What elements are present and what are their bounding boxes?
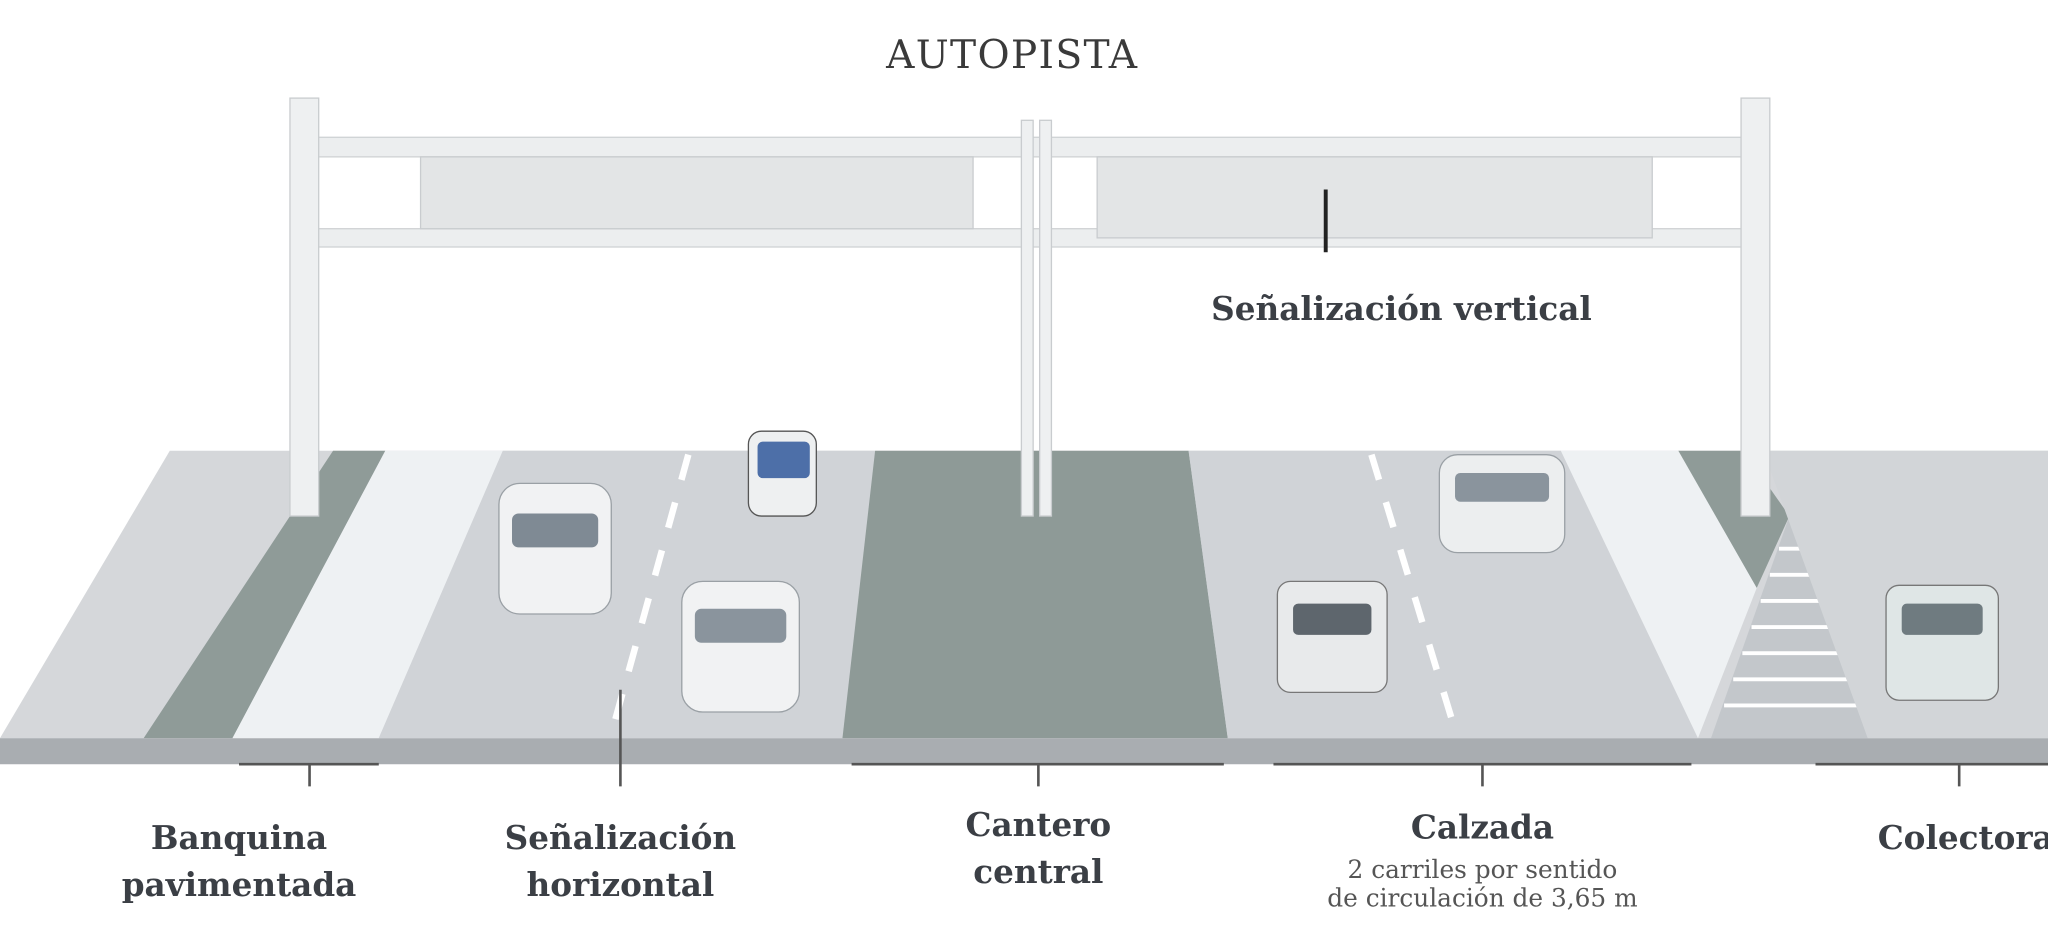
gore-hatching <box>1724 546 1858 708</box>
label-brackets <box>239 689 2048 787</box>
car-icon <box>1438 454 1566 554</box>
sign-gantry <box>289 97 1771 517</box>
left-shoulder-dark-strip <box>143 450 386 739</box>
gantry-post-left <box>289 97 320 517</box>
left-shoulder-light-strip <box>232 450 503 739</box>
label-colectora: Colectora <box>1878 818 2048 857</box>
label-calzada: Calzada <box>1411 808 1554 847</box>
median-cantero-central <box>842 450 1228 739</box>
gantry-post-right <box>1740 97 1771 517</box>
car-icon <box>681 580 800 713</box>
car-icon <box>498 482 612 615</box>
car-icon <box>747 430 817 517</box>
vehicles <box>498 430 2000 713</box>
right-shoulder-light-strip <box>1560 450 1757 739</box>
diagram-title: AUTOPISTA <box>885 33 1138 78</box>
gantry-post-center-a <box>1020 119 1034 517</box>
gantry-post-center-b <box>1039 119 1053 517</box>
overhead-sign-left <box>419 156 974 230</box>
overhead-sign-right <box>1096 156 1653 239</box>
suv-icon <box>1885 584 2000 701</box>
suv-icon <box>1276 580 1388 694</box>
road-front-face <box>0 738 2048 765</box>
label-senalizacion-vertical: Señalización vertical <box>1211 289 1592 328</box>
